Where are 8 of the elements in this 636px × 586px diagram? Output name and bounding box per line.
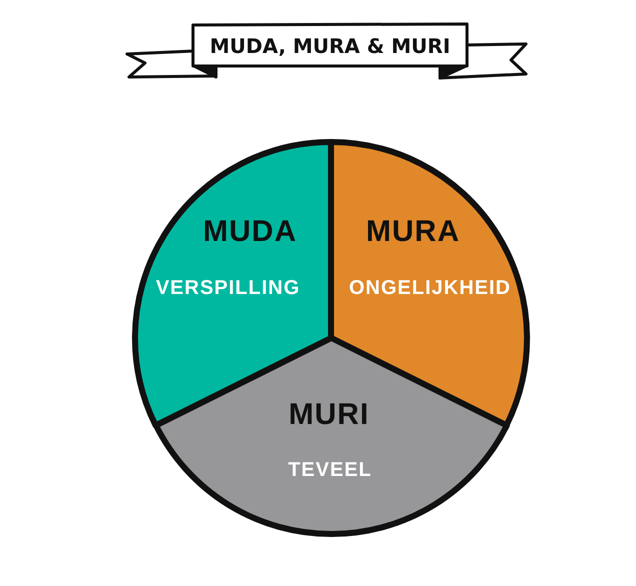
title: MUDA, MURA & MURI <box>210 36 450 56</box>
segment-heading: MUDA <box>203 217 297 247</box>
segment-label: ONGELIJKHEID <box>348 278 512 298</box>
segment-heading: MURI <box>288 400 370 430</box>
segment-label: VERSPILLING <box>156 278 300 298</box>
segment-heading: MURA <box>366 217 460 247</box>
pie-segment <box>152 335 510 537</box>
segment-label: TEVEEL <box>288 460 372 480</box>
